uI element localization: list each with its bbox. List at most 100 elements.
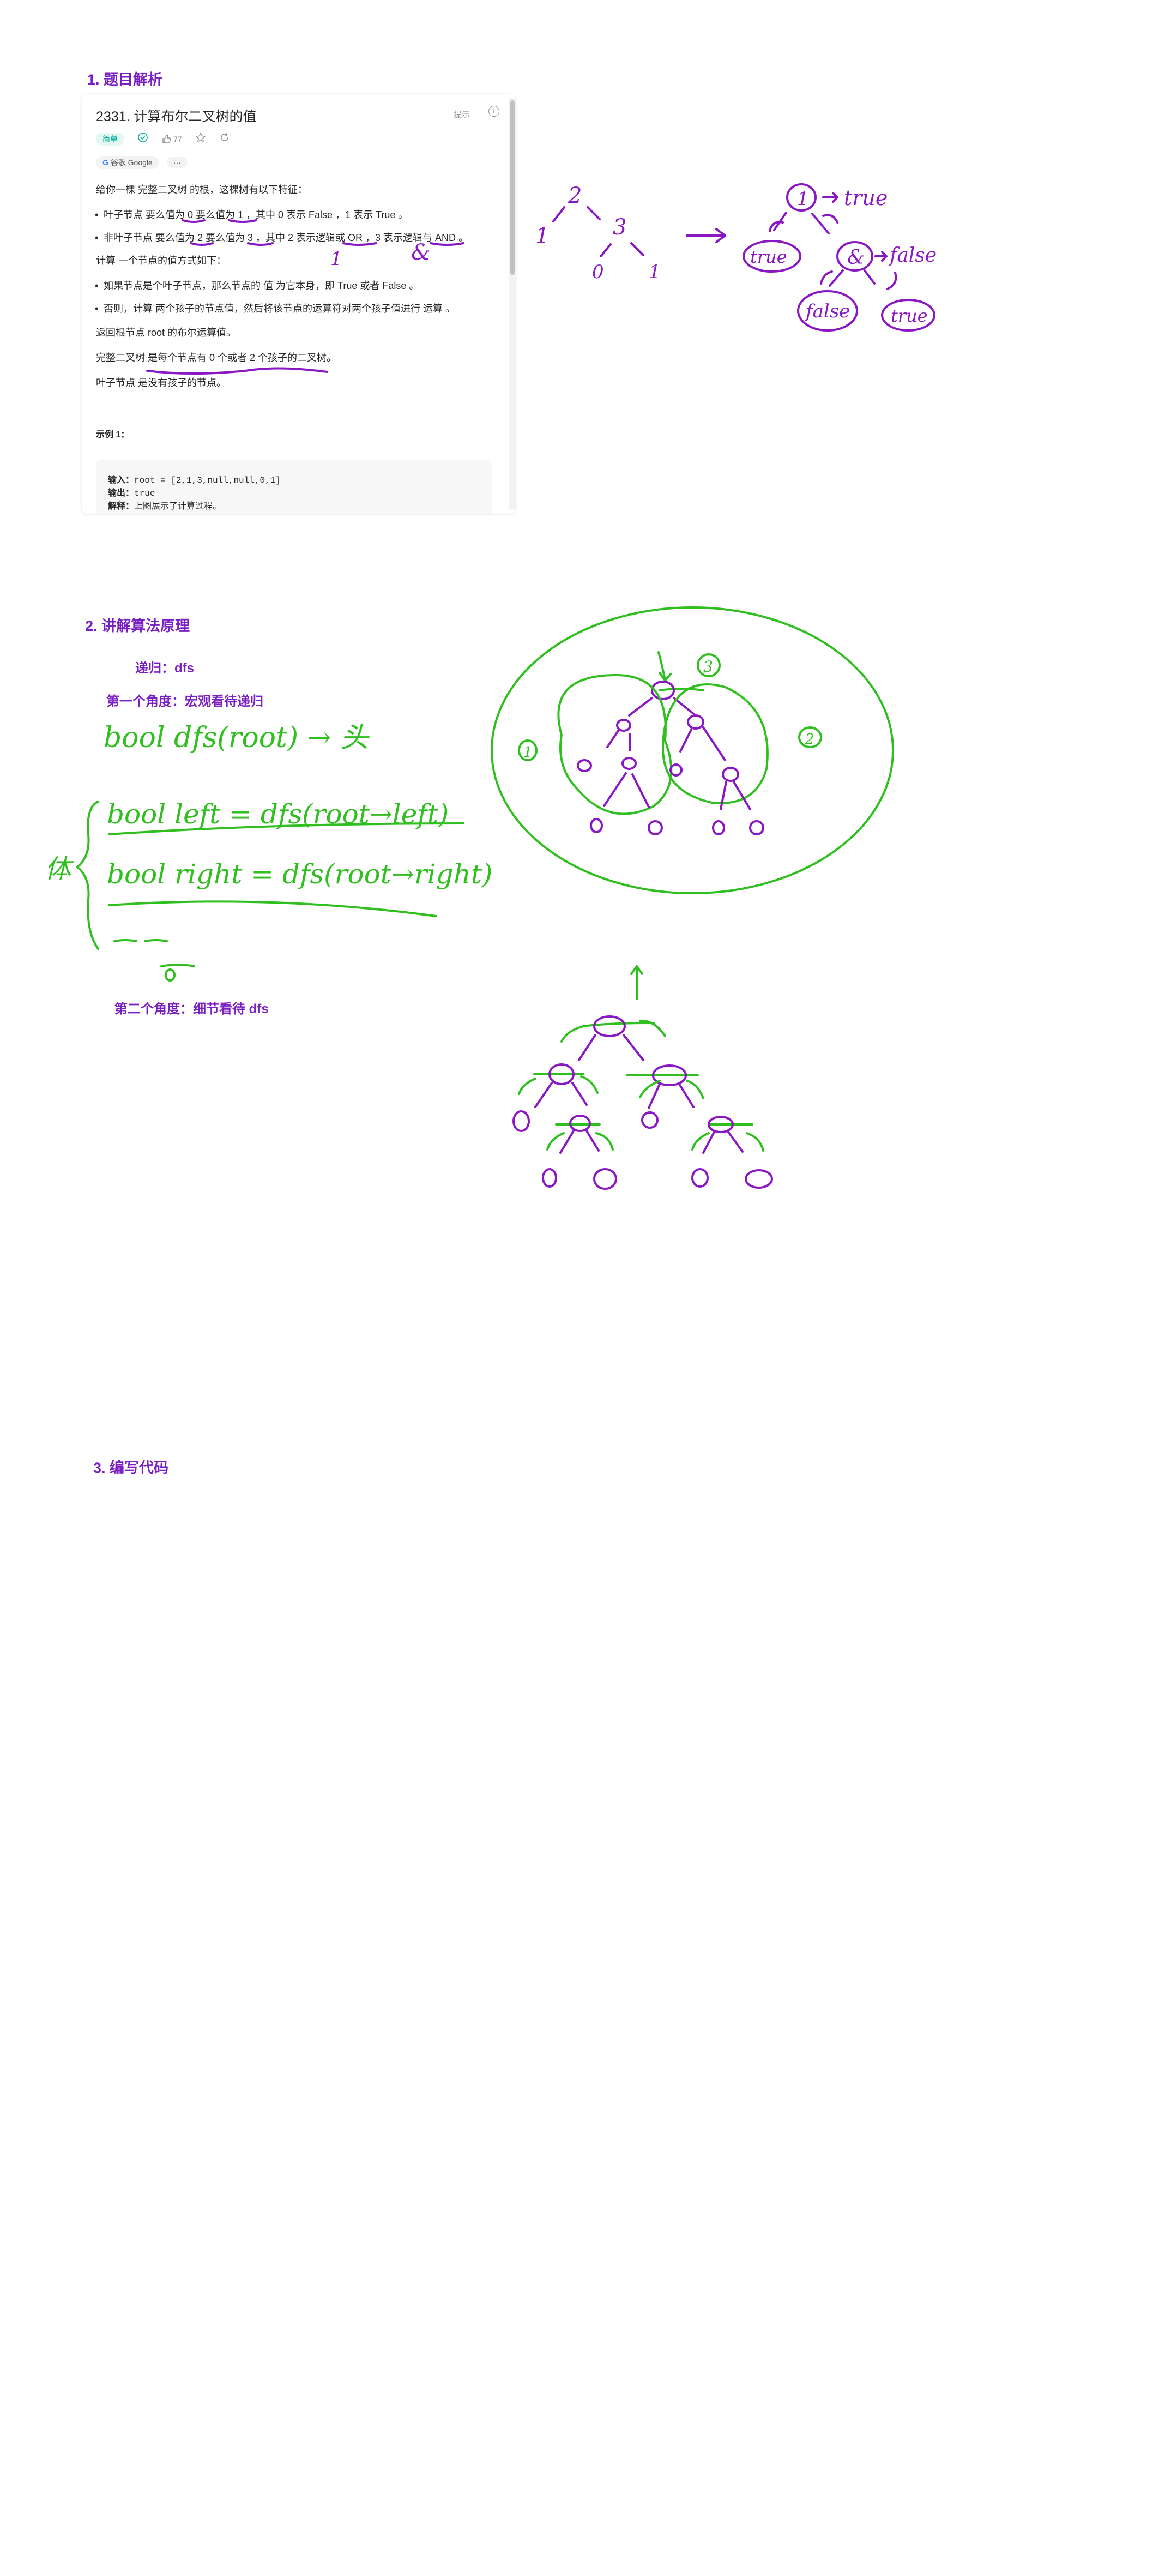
- leaf-definition: 叶子节点 是没有孩子的节点。: [96, 377, 226, 388]
- return-up-arrow: [630, 965, 643, 1000]
- hint-button[interactable]: 提示: [453, 110, 470, 119]
- thumbs-up-icon: [162, 134, 171, 143]
- detail-lrr: [593, 1168, 617, 1190]
- svg-text:1: 1: [797, 188, 809, 210]
- left-underline: [108, 822, 464, 835]
- nonleaf-rule: 非叶子节点 要么值为 2 要么值为 3 ，其中 2 表示逻辑或 OR ，3 表示…: [95, 231, 468, 244]
- example-explain-value: 上图展示了计算过程。: [134, 502, 222, 511]
- arrow-to-true-icon: [822, 192, 838, 203]
- example-title: 示例 1：: [96, 430, 130, 440]
- section-2-heading: 2. 讲解算法原理: [85, 618, 190, 634]
- eval-edges-bottom: [829, 269, 876, 287]
- detail-left: [548, 1063, 575, 1085]
- svg-text:&: &: [847, 246, 865, 269]
- example-box: 输入：root = [2,1,3,null,null,0,1] 输出：true …: [96, 460, 492, 514]
- calc-rule-1: 如果节点是个叶子节点，那么节点的 值 为它本身，即 True 或者 False …: [95, 279, 419, 292]
- level2-arrows: [518, 1075, 704, 1099]
- level2-lines: [533, 1073, 699, 1076]
- mark-one: 1: [330, 248, 342, 270]
- recursion-label: 递归：dfs: [135, 661, 194, 676]
- tree-node-right: 3: [613, 215, 626, 240]
- eval-leaf-false: [797, 290, 858, 332]
- underline-full-tree: [146, 367, 328, 375]
- eval-node-root: [786, 183, 817, 212]
- eval-node-left: [743, 240, 801, 273]
- detail-rl: [641, 1111, 659, 1129]
- left-child-node: [616, 719, 631, 732]
- refresh-icon[interactable]: [219, 132, 230, 146]
- dfs-handwriting: bool dfs(root) → 头 bool left = dfs(root→…: [45, 721, 492, 982]
- root-arrows: [560, 1019, 666, 1043]
- translate-row: G 谷歌 Google ···: [96, 156, 188, 169]
- eval-node-and: [836, 241, 873, 272]
- arrow-to-false-icon: [874, 251, 888, 262]
- svg-text:true: true: [891, 305, 928, 326]
- body-brace: [76, 801, 99, 950]
- google-g-icon: G: [102, 158, 108, 167]
- angle-1-label: 第一个角度：宏观看待递归: [106, 694, 263, 709]
- scribble-circle: [165, 968, 176, 982]
- full-tree-definition: 完整二叉树 是每个节点有 0 个或者 2 个孩子的二叉树。: [96, 352, 337, 363]
- input-tree-drawing: 2 1 3 0 1: [535, 183, 726, 283]
- right-underline: [108, 900, 437, 917]
- eval-up-arrows-bottom: [820, 270, 897, 290]
- detail-ll: [512, 1110, 530, 1132]
- eval-up-arrows: [769, 214, 838, 232]
- panel-annotations: 1 &: [146, 219, 464, 375]
- right-call-line: bool right = dfs(root→right): [107, 858, 492, 890]
- panel-scrollbar[interactable]: [509, 98, 516, 509]
- underline-leaf: [182, 219, 257, 223]
- detail-rr: [708, 1116, 734, 1133]
- svg-text:2: 2: [805, 731, 814, 748]
- like-button[interactable]: 77: [161, 134, 182, 144]
- svg-text:false: false: [804, 300, 850, 322]
- problem-meta-row: 简单 77: [96, 132, 230, 146]
- solved-check-icon: [137, 132, 148, 146]
- root-line: [582, 1022, 655, 1027]
- lr-node: [621, 757, 637, 770]
- rrr-node: [749, 820, 764, 835]
- root-edges: [578, 1034, 644, 1061]
- section-1-heading: 1. 题目解析: [87, 71, 163, 88]
- example-input-key: 输入：: [108, 476, 135, 485]
- evaluated-tree-drawing: 1 true true & false false true: [743, 183, 937, 332]
- more-options-button[interactable]: ···: [166, 157, 188, 168]
- root-down-arrow: [657, 651, 704, 691]
- tree-node-root: 2: [568, 183, 582, 208]
- arrow-right-icon: [686, 228, 726, 243]
- circle-1: [518, 739, 538, 761]
- level3-edges: [559, 1130, 744, 1154]
- scribble-line-2: [160, 964, 195, 967]
- example-output-key: 输出：: [108, 489, 135, 498]
- svg-text:true: true: [750, 246, 787, 267]
- star-icon[interactable]: [195, 132, 206, 146]
- svg-text:3: 3: [703, 658, 713, 676]
- eval-result-false: false: [888, 244, 937, 267]
- tree-edges-top: [552, 206, 601, 222]
- detail-lr: [569, 1115, 591, 1132]
- lrl-node: [590, 818, 603, 833]
- tree-node-rl: 0: [592, 261, 604, 283]
- leaf-rule: 叶子节点 要么值为 0 要么值为 1 ，其中 0 表示 False ，1 表示 …: [95, 208, 408, 221]
- left-subtree-circle: [557, 674, 673, 815]
- calc-rule-2: 否则，计算 两个孩子的节点值，然后将该节点的运算符对两个孩子值进行 运算 。: [95, 302, 455, 315]
- rr-node: [722, 767, 739, 782]
- dfs-signature-line: bool dfs(root) → 头: [104, 721, 370, 754]
- problem-title[interactable]: 2331. 计算布尔二叉树的值: [96, 109, 257, 124]
- right-subtree-circle: [662, 683, 769, 804]
- calc-intro: 计算 一个节点的值方式如下：: [96, 255, 226, 266]
- scrollbar-thumb[interactable]: [510, 100, 515, 275]
- example-input-value: root = [2,1,3,null,null,0,1]: [134, 476, 281, 485]
- eval-leaf-true: [881, 299, 935, 332]
- tree-node-rr: 1: [649, 261, 661, 283]
- detail-rrr: [745, 1169, 773, 1189]
- problem-intro: 给你一棵 完整二叉树 的根，这棵树有以下特征：: [96, 184, 307, 195]
- tree-edges-bottom: [600, 242, 644, 257]
- translate-button[interactable]: G 谷歌 Google: [96, 156, 159, 169]
- detail-lrl: [542, 1168, 557, 1188]
- eval-result-true: true: [844, 186, 888, 210]
- subtree-edges: [603, 726, 751, 810]
- info-icon[interactable]: i: [488, 106, 499, 117]
- svg-text:1: 1: [523, 744, 533, 761]
- angle-2-label: 第二个角度：细节看待 dfs: [114, 1002, 269, 1016]
